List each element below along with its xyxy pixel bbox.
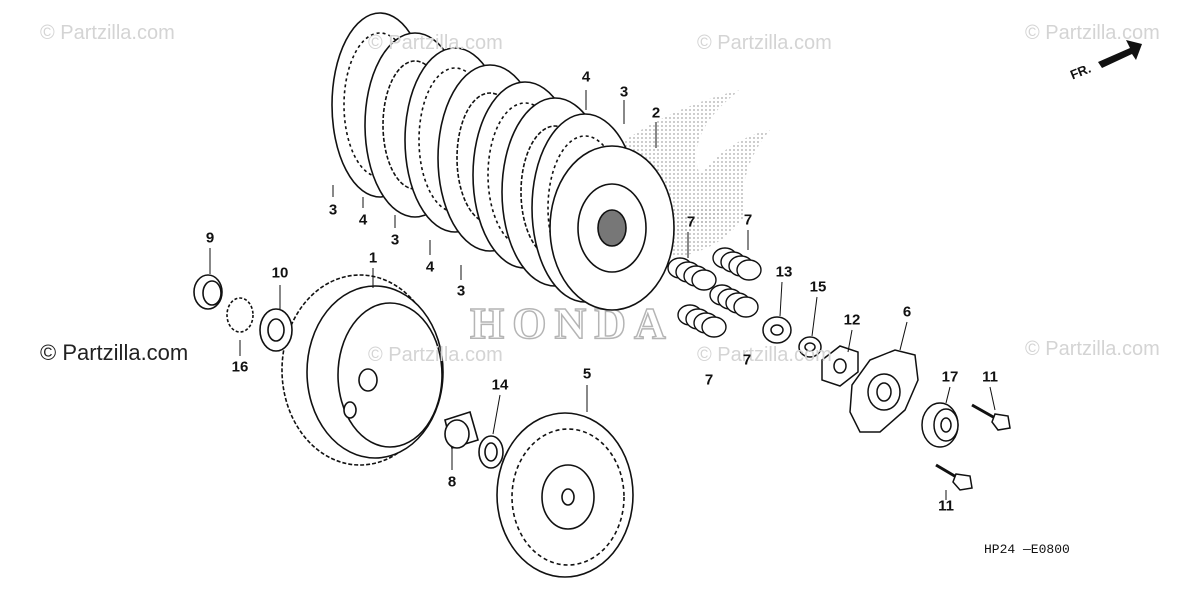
callout-9: 9 xyxy=(205,229,215,247)
watermark: © Partzilla.com xyxy=(368,32,503,54)
callout-2: 2 xyxy=(651,104,661,122)
clutch-plate-stack xyxy=(331,12,675,311)
bolts xyxy=(935,403,1011,491)
clutch-center xyxy=(496,412,634,578)
callout-12: 12 xyxy=(843,311,861,329)
watermark: © Partzilla.com xyxy=(1025,338,1160,360)
callout-4: 4 xyxy=(581,68,591,86)
callout-11: 11 xyxy=(938,497,954,515)
callout-17: 17 xyxy=(941,368,959,386)
watermark: © Partzilla.com xyxy=(697,32,832,54)
bearing xyxy=(921,402,959,448)
watermark: © Partzilla.com xyxy=(368,344,503,366)
callout-5: 5 xyxy=(582,365,592,383)
callout-15: 15 xyxy=(809,278,827,296)
callout-3: 3 xyxy=(619,83,629,101)
callout-11: 11 xyxy=(982,368,998,386)
front-direction-arrow xyxy=(1098,40,1142,68)
callout-8: 8 xyxy=(447,473,457,491)
callout-4: 4 xyxy=(425,258,435,276)
watermark: © Partzilla.com xyxy=(697,344,832,366)
lifter-plate xyxy=(849,349,919,433)
callout-7: 7 xyxy=(686,213,696,231)
clutch-outer-housing xyxy=(281,274,444,466)
watermark: © Partzilla.com xyxy=(40,22,175,44)
callout-4: 4 xyxy=(358,211,368,229)
pressure-plate xyxy=(549,145,675,311)
callout-10: 10 xyxy=(271,264,289,282)
collar-and-washer xyxy=(444,410,504,469)
callout-1: 1 xyxy=(368,249,378,267)
callout-3: 3 xyxy=(328,201,338,219)
leader-lines xyxy=(209,90,996,500)
callout-7: 7 xyxy=(704,371,714,389)
clutch-springs xyxy=(667,247,762,338)
watermark: © Partzilla.com xyxy=(1025,22,1160,44)
honda-brand-text: HONDA xyxy=(470,299,674,348)
washers-and-lock xyxy=(762,316,859,387)
diagram-reference-code: HP24 —E0800 xyxy=(984,542,1070,557)
callout-3: 3 xyxy=(390,231,400,249)
callout-13: 13 xyxy=(775,263,793,281)
callout-16: 16 xyxy=(231,358,249,376)
small-rings-left xyxy=(193,274,293,352)
callout-3: 3 xyxy=(456,282,466,300)
callout-6: 6 xyxy=(902,303,912,321)
watermark-strong: © Partzilla.com xyxy=(40,340,189,365)
callout-14: 14 xyxy=(491,376,509,394)
callout-7: 7 xyxy=(742,351,752,369)
callout-7: 7 xyxy=(743,211,753,229)
